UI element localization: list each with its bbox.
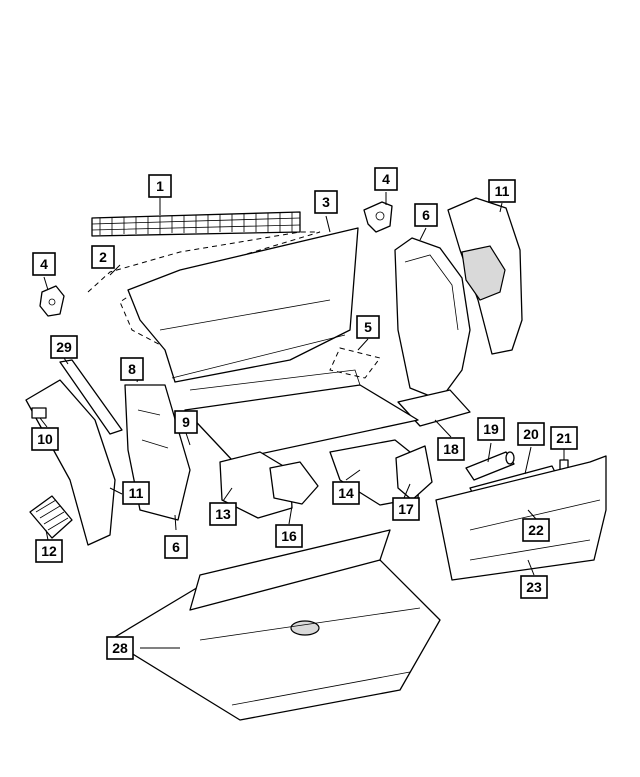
callout-12-label: 12 bbox=[41, 543, 57, 559]
part-10-clip bbox=[31, 407, 47, 419]
part-11-liner-right bbox=[447, 197, 523, 355]
callout-28: 28 bbox=[106, 636, 134, 660]
callout-23-label: 23 bbox=[526, 579, 542, 595]
part-29-strip bbox=[59, 359, 123, 435]
callout-16: 16 bbox=[275, 524, 303, 548]
callout-14: 14 bbox=[332, 481, 360, 505]
part-6-wheelhouse-right bbox=[394, 237, 471, 401]
callout-10-label: 10 bbox=[37, 431, 53, 447]
part-12-vent bbox=[29, 495, 73, 539]
callout-17: 17 bbox=[392, 497, 420, 521]
part-9-floor-panel bbox=[184, 369, 419, 461]
callout-3: 3 bbox=[314, 190, 338, 214]
callout-20-label: 20 bbox=[523, 426, 539, 442]
callout-10: 10 bbox=[31, 427, 59, 451]
callout-6-left-label: 6 bbox=[172, 539, 180, 555]
callout-22: 22 bbox=[522, 518, 550, 542]
callout-5-label: 5 bbox=[364, 319, 372, 335]
part-23-trim-panel bbox=[435, 455, 607, 581]
callout-13-label: 13 bbox=[215, 506, 231, 522]
part-3-rear-shelf bbox=[127, 227, 359, 383]
callout-29-label: 29 bbox=[56, 339, 72, 355]
callout-4-right: 4 bbox=[374, 167, 398, 191]
callout-2: 2 bbox=[91, 245, 115, 269]
callout-5: 5 bbox=[356, 315, 380, 339]
callout-23: 23 bbox=[520, 575, 548, 599]
callout-12: 12 bbox=[35, 539, 63, 563]
part-4-bracket-right bbox=[363, 201, 393, 233]
callout-19-label: 19 bbox=[483, 421, 499, 437]
part-19-roll bbox=[465, 451, 515, 481]
callout-2-label: 2 bbox=[99, 249, 107, 265]
callout-21: 21 bbox=[550, 426, 578, 450]
callout-18-label: 18 bbox=[443, 441, 459, 457]
callout-22-label: 22 bbox=[528, 522, 544, 538]
callout-4-left: 4 bbox=[32, 252, 56, 276]
callout-16-label: 16 bbox=[281, 528, 297, 544]
callout-11-left: 11 bbox=[122, 481, 150, 505]
callout-21-label: 21 bbox=[556, 430, 572, 446]
callout-11-left-label: 11 bbox=[129, 485, 144, 501]
callout-28-label: 28 bbox=[112, 640, 128, 656]
part-17-side-cover bbox=[395, 445, 433, 501]
part-11-liner-left bbox=[25, 379, 116, 546]
callout-3-label: 3 bbox=[322, 194, 330, 210]
callout-19: 19 bbox=[477, 417, 505, 441]
callout-6-left: 6 bbox=[164, 535, 188, 559]
callout-18: 18 bbox=[437, 437, 465, 461]
callout-4-left-label: 4 bbox=[40, 256, 48, 272]
callout-13: 13 bbox=[209, 502, 237, 526]
callout-14-label: 14 bbox=[338, 485, 354, 501]
callout-4-right-label: 4 bbox=[382, 171, 390, 187]
callout-1: 1 bbox=[148, 174, 172, 198]
part-1-mesh-panel bbox=[91, 211, 301, 237]
callout-6-right: 6 bbox=[414, 203, 438, 227]
part-28-floor-cover bbox=[109, 529, 441, 721]
part-5-dashed-area bbox=[329, 347, 381, 379]
callout-11-right-label: 11 bbox=[495, 183, 510, 199]
callout-9: 9 bbox=[174, 410, 198, 434]
part-16-bracket bbox=[269, 461, 319, 505]
callout-11-right: 11 bbox=[488, 179, 516, 203]
callout-8-label: 8 bbox=[128, 361, 136, 377]
part-2-shelf-outline bbox=[87, 231, 321, 351]
callout-1-label: 1 bbox=[156, 178, 164, 194]
callout-17-label: 17 bbox=[398, 501, 414, 517]
callout-29: 29 bbox=[50, 335, 78, 359]
callout-6-right-label: 6 bbox=[422, 207, 430, 223]
callout-20: 20 bbox=[517, 422, 545, 446]
part-4-bracket-left bbox=[39, 285, 65, 317]
callout-9-label: 9 bbox=[182, 414, 190, 430]
callout-8: 8 bbox=[120, 357, 144, 381]
